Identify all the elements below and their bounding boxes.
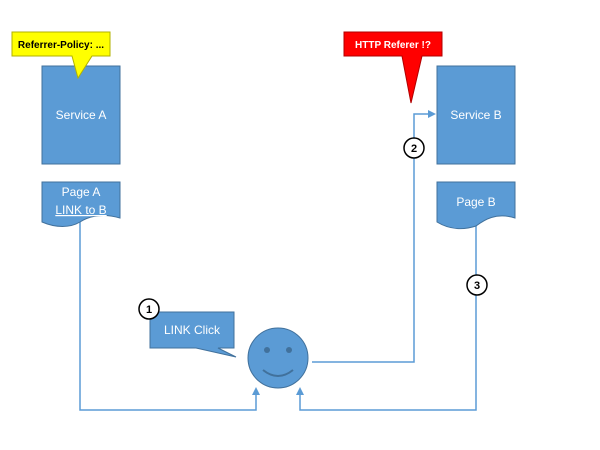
referrer-policy-callout <box>11 31 111 80</box>
link-click-text: LINK Click <box>164 323 221 337</box>
http-referer-callout <box>343 31 443 104</box>
service-a-label: Service A <box>56 108 107 122</box>
page-b-document <box>436 181 516 230</box>
page-a-link[interactable]: LINK to B <box>55 203 106 217</box>
user-smiley-icon <box>247 327 309 389</box>
step-1-badge: 1 <box>138 298 160 320</box>
page-b-title: Page B <box>456 195 495 209</box>
step-3-number: 3 <box>474 280 480 292</box>
service-b-box <box>436 65 516 165</box>
step-2-badge: 2 <box>403 137 425 159</box>
link-click-bubble <box>149 311 237 358</box>
step-1-number: 1 <box>146 304 152 316</box>
referrer-policy-text: Referrer-Policy: ... <box>18 40 104 51</box>
connector-user-to-service-b <box>312 110 436 363</box>
page-a-document <box>41 181 121 227</box>
connector-page-a-to-user <box>79 222 260 411</box>
service-b-label: Service B <box>450 108 501 122</box>
page-a-title: Page A <box>62 185 101 199</box>
step-3-badge: 3 <box>466 274 488 296</box>
step-2-number: 2 <box>411 143 417 155</box>
service-a-box <box>41 65 121 165</box>
http-referer-text: HTTP Referer !? <box>355 40 431 51</box>
connector-page-b-to-user <box>296 226 477 411</box>
